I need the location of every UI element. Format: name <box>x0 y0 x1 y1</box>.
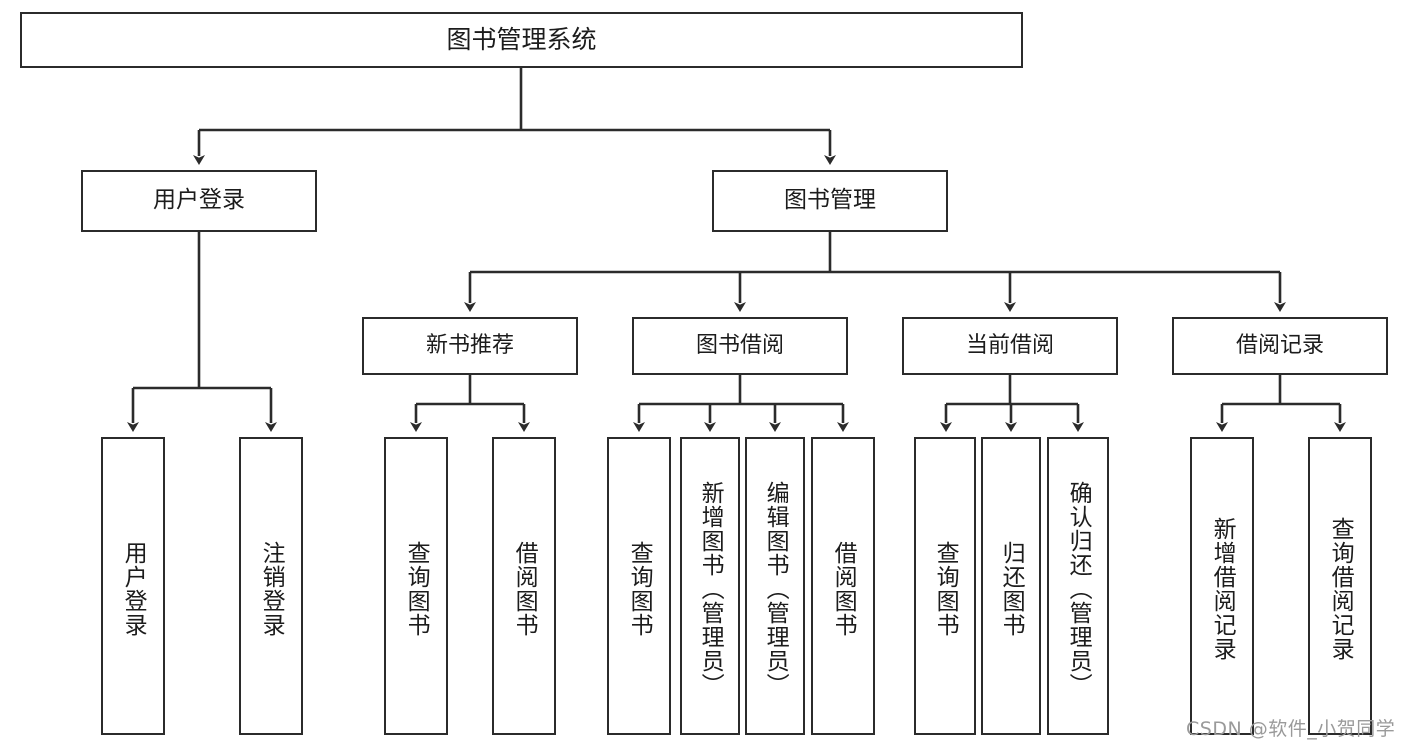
node-borrow-record[interactable]: 借阅记录 <box>1172 317 1388 375</box>
node-book-borrow[interactable]: 图书借阅 <box>632 317 848 375</box>
leaf-label: 借阅图书 <box>511 541 538 637</box>
node-root-label: 图书管理系统 <box>446 25 597 55</box>
leaf-label: 编辑图书（管理员） <box>762 481 789 697</box>
node-current-borrow-label: 当前借阅 <box>965 333 1054 359</box>
node-book-borrow-label: 图书借阅 <box>695 333 784 359</box>
node-new-book-recommend[interactable]: 新书推荐 <box>362 317 578 375</box>
watermark: CSDN @软件_小贺同学 <box>1186 718 1396 740</box>
node-borrow-record-label: 借阅记录 <box>1235 333 1324 359</box>
leaf-label: 查询图书 <box>403 541 430 637</box>
leaf-label: 用户登录 <box>120 541 147 637</box>
node-root[interactable]: 图书管理系统 <box>20 12 1023 68</box>
node-book-management-label: 图书管理 <box>784 187 876 214</box>
leaf-label: 归还图书 <box>998 541 1025 637</box>
leaf-current-query-book[interactable]: 查询图书 <box>914 437 976 735</box>
leaf-record-query-record[interactable]: 查询借阅记录 <box>1308 437 1372 735</box>
leaf-label: 新增借阅记录 <box>1209 517 1236 661</box>
node-new-book-recommend-label: 新书推荐 <box>425 333 514 359</box>
leaf-label: 查询图书 <box>932 541 959 637</box>
leaf-borrow-query-book[interactable]: 查询图书 <box>607 437 671 735</box>
leaf-borrow-edit-book-admin[interactable]: 编辑图书（管理员） <box>745 437 805 735</box>
leaf-label: 注销登录 <box>258 541 285 637</box>
node-current-borrow[interactable]: 当前借阅 <box>902 317 1118 375</box>
node-user-login-label: 用户登录 <box>153 187 245 214</box>
leaf-current-return-book[interactable]: 归还图书 <box>981 437 1041 735</box>
leaf-current-confirm-return-admin[interactable]: 确认归还（管理员） <box>1047 437 1109 735</box>
leaf-user-login-signout[interactable]: 注销登录 <box>239 437 303 735</box>
leaf-borrow-add-book-admin[interactable]: 新增图书（管理员） <box>680 437 740 735</box>
leaf-recommend-query-book[interactable]: 查询图书 <box>384 437 448 735</box>
node-user-login[interactable]: 用户登录 <box>81 170 317 232</box>
leaf-record-add-record[interactable]: 新增借阅记录 <box>1190 437 1254 735</box>
leaf-label: 确认归还（管理员） <box>1065 481 1092 697</box>
leaf-label: 查询图书 <box>626 541 653 637</box>
leaf-recommend-borrow-book[interactable]: 借阅图书 <box>492 437 556 735</box>
leaf-label: 借阅图书 <box>830 541 857 637</box>
leaf-user-login-signin[interactable]: 用户登录 <box>101 437 165 735</box>
leaf-label: 新增图书（管理员） <box>697 481 724 697</box>
leaf-borrow-borrow-book[interactable]: 借阅图书 <box>811 437 875 735</box>
node-book-management[interactable]: 图书管理 <box>712 170 948 232</box>
leaf-label: 查询借阅记录 <box>1327 517 1354 661</box>
